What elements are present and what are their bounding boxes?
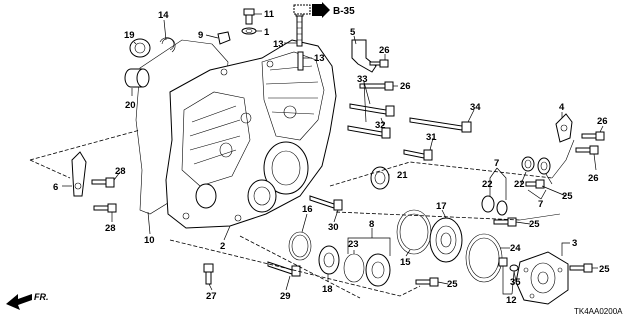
oil-seal-19 xyxy=(129,38,151,58)
diagram-code: TK4AA0200A xyxy=(574,307,623,316)
callout-1: 1 xyxy=(264,27,270,38)
callout-17: 17 xyxy=(436,201,447,212)
callout-26-upper: 26 xyxy=(379,45,390,56)
callout-35: 35 xyxy=(510,277,521,288)
callout-10: 10 xyxy=(144,235,155,246)
seal-7a xyxy=(496,200,508,216)
drain-plug-11 xyxy=(243,8,255,25)
bracket-5 xyxy=(351,39,377,73)
callout-14: 14 xyxy=(158,10,169,21)
snap-ring-15 xyxy=(396,209,432,255)
reference-b35: B-35 xyxy=(293,2,355,18)
callout-28-upper: 28 xyxy=(115,166,126,177)
callout-7-left: 7 xyxy=(494,158,499,169)
callout-33: 33 xyxy=(357,74,368,85)
bracket-4 xyxy=(555,113,573,143)
callout-23: 23 xyxy=(348,239,359,250)
callout-26-mid: 26 xyxy=(400,81,411,92)
bolt-25c xyxy=(415,277,439,287)
seal-22a xyxy=(481,195,495,213)
callout-28-lower: 28 xyxy=(105,223,116,234)
callout-8: 8 xyxy=(369,219,374,230)
front-direction-label: FR. xyxy=(34,292,49,302)
bracket-6 xyxy=(71,151,87,197)
callout-15: 15 xyxy=(400,257,411,268)
cover-8 xyxy=(365,253,391,287)
callout-20: 20 xyxy=(125,100,136,111)
front-arrow-icon xyxy=(6,294,32,310)
callout-9: 9 xyxy=(198,30,203,41)
callout-34: 34 xyxy=(470,102,481,113)
long-bolt-33 xyxy=(349,103,395,117)
washer-1 xyxy=(241,27,257,35)
bolt-27 xyxy=(203,263,214,285)
callout-3: 3 xyxy=(572,238,577,249)
snap-ring-16 xyxy=(288,231,312,261)
long-bolt-32 xyxy=(347,125,391,139)
long-bolt-34 xyxy=(409,117,472,133)
callout-24: 24 xyxy=(510,243,521,254)
bracket-9 xyxy=(217,31,231,45)
callout-21: 21 xyxy=(397,170,408,181)
callout-13-upper: 13 xyxy=(273,39,284,50)
callout-labels: 11 1 14 9 19 13 13 5 26 26 33 20 32 34 4… xyxy=(53,9,610,306)
callout-5: 5 xyxy=(350,27,356,38)
bearing-18 xyxy=(318,245,340,275)
callout-12: 12 xyxy=(506,295,517,306)
callout-32: 32 xyxy=(375,120,386,131)
callout-29: 29 xyxy=(280,291,291,302)
callout-27: 27 xyxy=(206,291,217,302)
oil-seal-24 xyxy=(465,233,503,283)
callout-31: 31 xyxy=(426,132,437,143)
callout-25-mid: 25 xyxy=(529,219,540,230)
bolt-28b xyxy=(93,203,117,213)
bolt-26a xyxy=(369,59,389,68)
plug-12 xyxy=(498,257,508,267)
callout-7-right: 7 xyxy=(538,199,543,210)
bolt-26c xyxy=(581,131,605,141)
seal-22b xyxy=(521,156,535,172)
bolt-30 xyxy=(309,195,343,211)
callout-26-right: 26 xyxy=(597,116,608,127)
reference-label: B-35 xyxy=(333,6,355,17)
front-direction-indicator: FR. xyxy=(6,292,49,310)
bolt-25b xyxy=(493,217,517,227)
callout-26-lower: 26 xyxy=(588,173,599,184)
callout-13-lower: 13 xyxy=(314,53,325,64)
bolt-31 xyxy=(403,149,433,161)
callout-25-lower: 25 xyxy=(447,279,458,290)
differential-bearing-17 xyxy=(429,217,463,263)
side-cover-3 xyxy=(515,251,569,305)
callout-25-upper: 25 xyxy=(562,191,573,202)
bolt-28a xyxy=(91,177,115,188)
leader-lines xyxy=(62,13,604,295)
callout-6: 6 xyxy=(53,182,58,193)
bolt-25a xyxy=(525,179,545,189)
alignment-lines xyxy=(29,129,575,299)
callout-16: 16 xyxy=(302,204,313,215)
callout-22-left: 22 xyxy=(482,179,493,190)
callout-18: 18 xyxy=(322,284,333,295)
washer-35 xyxy=(509,264,519,272)
callout-4: 4 xyxy=(559,102,565,113)
bolt-26d xyxy=(575,145,599,155)
seal-7b xyxy=(537,157,551,175)
callout-19: 19 xyxy=(124,30,135,41)
callout-30: 30 xyxy=(328,222,339,233)
bearing-20 xyxy=(124,68,150,88)
stud-13b xyxy=(297,51,304,71)
bolt-25d xyxy=(569,263,593,273)
callout-22-right: 22 xyxy=(514,179,525,190)
o-ring-23 xyxy=(343,253,365,283)
bearing-21 xyxy=(370,166,390,190)
callout-25-bottom: 25 xyxy=(599,264,610,275)
callout-2: 2 xyxy=(220,241,225,252)
transmission-housing xyxy=(135,39,337,229)
callout-11: 11 xyxy=(264,9,275,20)
